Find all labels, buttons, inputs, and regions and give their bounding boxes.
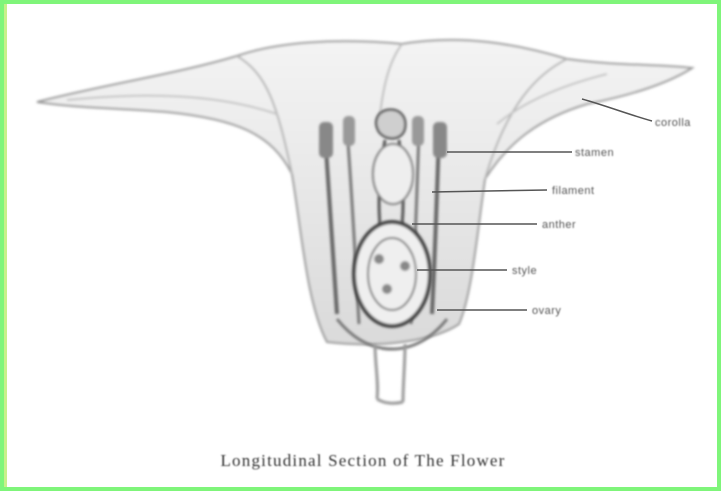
label-style: style (512, 265, 537, 277)
ovary-shape (354, 222, 430, 326)
diagram-frame: corolla stamen filament anther style ova… (4, 4, 717, 487)
part-labels: corolla stamen filament anther style ova… (512, 117, 691, 317)
flower-section-diagram: corolla stamen filament anther style ova… (7, 4, 720, 487)
label-stamen: stamen (575, 147, 614, 159)
label-anther: anther (542, 219, 576, 231)
label-ovary: ovary (532, 305, 561, 317)
diagram-caption: Longitudinal Section of The Flower (220, 451, 505, 470)
label-corolla: corolla (655, 117, 691, 129)
label-filament: filament (552, 185, 595, 197)
